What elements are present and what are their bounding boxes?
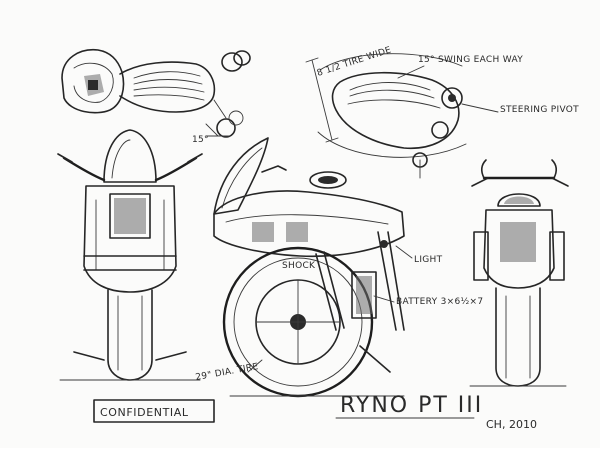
swing-label: 15° SWING EACH WAY [418, 55, 523, 65]
confidential-stamp-frame [93, 399, 215, 423]
tire-dia-label: 29" DIA. TIRE [195, 362, 260, 383]
tire-wide-label: 8 1/2 TIRE WIDE [316, 45, 393, 78]
confidential-stamp: CONFIDENTIAL [100, 406, 189, 419]
rear-view-sketch [469, 159, 569, 387]
steering-pivot-label: STEERING PIVOT [500, 105, 579, 115]
side-view-sketch: SHOCK LIGHT BATTERY 3×6½×7 29" DIA. TIRE [195, 137, 483, 398]
front-view-sketch [57, 129, 203, 381]
top-view-sketch: 15° [61, 49, 251, 145]
light-label: LIGHT [414, 255, 443, 265]
shock-label: SHOCK [282, 261, 316, 271]
sketch-title: RYNO PT III [340, 393, 483, 418]
signature: CH, 2010 [486, 418, 537, 431]
angle-15-label: 15° [192, 135, 209, 145]
steering-detail-sketch: 8 1/2 TIRE WIDE 15° SWING EACH WAY STEER… [305, 45, 579, 179]
battery-label: BATTERY 3×6½×7 [396, 297, 483, 307]
title-block: CONFIDENTIAL RYNO PT III CH, 2010 [93, 393, 537, 431]
